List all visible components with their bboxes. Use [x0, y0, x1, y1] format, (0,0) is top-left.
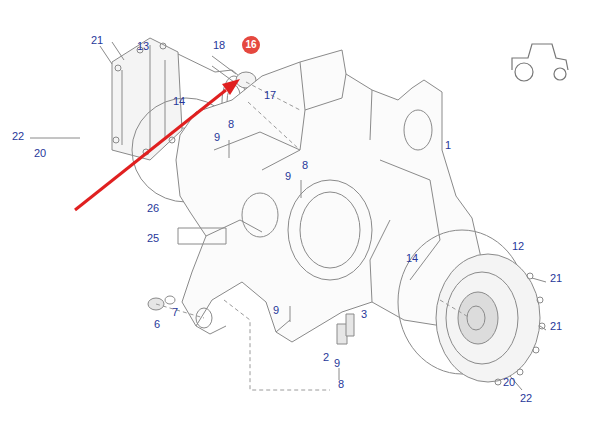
line-art — [156, 82, 470, 390]
callout-number: 9 — [213, 131, 221, 144]
line-art — [242, 193, 278, 237]
callout-number: 13 — [136, 40, 150, 53]
callout-number: 3 — [360, 308, 368, 321]
line-art — [206, 132, 300, 236]
callout-number: 14 — [172, 95, 186, 108]
line-art — [160, 43, 166, 49]
callout-number: 1 — [444, 139, 452, 152]
line-art — [446, 272, 518, 364]
line-art — [515, 63, 533, 81]
line-art — [495, 379, 501, 385]
callout-number: 6 — [153, 318, 161, 331]
right-cover — [436, 254, 545, 385]
line-art — [300, 192, 360, 268]
line-art — [75, 90, 226, 210]
callout-number: 9 — [333, 357, 341, 370]
line-art — [115, 65, 121, 71]
line-art — [113, 137, 119, 143]
callout-number: 21 — [549, 320, 563, 333]
pointer-arrow — [75, 79, 240, 210]
callout-number: 21 — [90, 34, 104, 47]
small-parts — [148, 228, 354, 344]
callout-number: 8 — [301, 159, 309, 172]
callout-number: 20 — [33, 147, 47, 160]
tractor-icon — [512, 44, 568, 81]
callout-number: 25 — [146, 232, 160, 245]
line-art — [30, 42, 546, 390]
callout-number: 2 — [322, 351, 330, 364]
callout-number: 17 — [263, 89, 277, 102]
line-art — [165, 296, 175, 304]
line-art — [122, 45, 165, 150]
line-art — [537, 297, 543, 303]
assembly-lines — [156, 82, 470, 390]
line-art — [262, 62, 372, 170]
line-art — [212, 56, 236, 82]
line-art — [539, 323, 545, 329]
callout-number: 7 — [171, 306, 179, 319]
line-art — [229, 140, 339, 380]
line-art — [30, 38, 546, 390]
line-art — [517, 369, 523, 375]
callout-number: 22 — [519, 392, 533, 405]
callout-number: 9 — [272, 304, 280, 317]
line-art — [512, 44, 568, 70]
callout-number: 8 — [337, 378, 345, 391]
line-art — [458, 292, 498, 344]
line-art — [554, 68, 566, 80]
callout-number: 21 — [549, 272, 563, 285]
callout-number: 16 — [245, 40, 256, 50]
line-art — [533, 347, 539, 353]
callout-number: 8 — [227, 118, 235, 131]
callout-number: 26 — [146, 202, 160, 215]
callout-number: 12 — [511, 240, 525, 253]
line-art — [222, 79, 240, 95]
callout-number: 20 — [502, 376, 516, 389]
bolts — [30, 42, 546, 390]
line-art — [178, 228, 226, 244]
callout-number: 14 — [405, 252, 419, 265]
line-art — [467, 306, 485, 330]
line-art — [346, 314, 354, 336]
line-art — [169, 137, 175, 143]
line-art — [370, 160, 440, 302]
callout-number: 9 — [284, 170, 292, 183]
line-art — [404, 110, 432, 150]
callout-number: 18 — [212, 39, 226, 52]
line-art — [112, 38, 182, 160]
line-art — [196, 320, 290, 334]
callout-circle: 16 — [242, 36, 260, 54]
line-art — [436, 254, 540, 382]
callout-number: 22 — [11, 130, 25, 143]
